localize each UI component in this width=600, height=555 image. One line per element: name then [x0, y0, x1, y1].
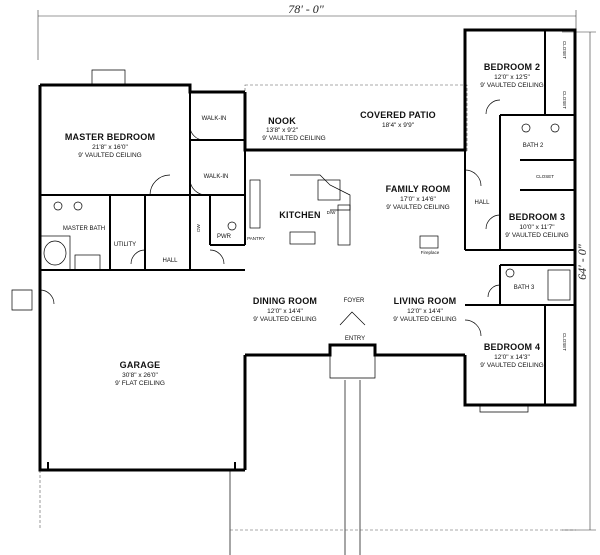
- door-swings: [39, 99, 501, 337]
- garage-side-door: [11, 289, 33, 311]
- bedroom-4-size: 12'0" x 14'3": [494, 354, 530, 361]
- garage-doors: [47, 462, 236, 470]
- living-room-size: 12'0" x 14'4": [407, 308, 443, 315]
- garage-size: 30'8" x 26'0": [122, 372, 158, 379]
- covered-patio-name: COVERED PATIO: [360, 110, 436, 120]
- garage-name: GARAGE: [120, 360, 161, 370]
- room-bedroom-4: BEDROOM 4 12'0" x 14'3" 9' VAULTED CEILI…: [480, 342, 544, 369]
- interior-walls: [40, 30, 575, 405]
- kitchen-name: KITCHEN: [279, 210, 320, 220]
- garage-ceiling: 9' FLAT CEILING: [115, 380, 165, 387]
- entry-label: ENTRY: [345, 336, 365, 342]
- room-living-room: LIVING ROOM 12'0" x 14'4" 9' VAULTED CEI…: [393, 296, 457, 323]
- living-room-ceiling: 9' VAULTED CEILING: [393, 316, 457, 323]
- bath-2-label: BATH 2: [523, 143, 544, 149]
- dining-room-ceiling: 9' VAULTED CEILING: [253, 316, 317, 323]
- bath-3-label: BATH 3: [514, 285, 535, 291]
- bedroom-2-name: BEDROOM 2: [484, 62, 540, 72]
- kitchen-note: D/W: [327, 210, 337, 215]
- walk-in-2-label: WALK-IN: [204, 174, 229, 180]
- hall-right-label: HALL: [474, 200, 490, 206]
- covered-patio-size: 18'4" x 9'9": [382, 122, 415, 129]
- width-dimension: 78' - 0": [37, 2, 577, 60]
- dining-room-size: 12'0" x 14'4": [267, 308, 303, 315]
- family-room-name: FAMILY ROOM: [386, 184, 451, 194]
- room-nook: NOOK 13'8" x 9'2" 9' VAULTED CEILING: [262, 116, 326, 142]
- nook-name: NOOK: [268, 116, 296, 126]
- dining-room-name: DINING ROOM: [253, 296, 317, 306]
- master-bath-label: MASTER BATH: [63, 226, 105, 232]
- room-garage: GARAGE 30'8" x 26'0" 9' FLAT CEILING: [115, 360, 165, 387]
- room-kitchen: KITCHEN D/W: [279, 210, 336, 220]
- bath-fixtures: [39, 123, 571, 301]
- room-dining-room: DINING ROOM 12'0" x 14'4" 9' VAULTED CEI…: [253, 296, 317, 323]
- hall-left-label: HALL: [162, 258, 178, 264]
- nook-size: 13'8" x 9'2": [266, 127, 299, 134]
- bedroom4-window: [479, 405, 529, 413]
- room-covered-patio: COVERED PATIO 18'4" x 9'9": [360, 110, 436, 129]
- room-bedroom-2: BEDROOM 2 12'0" x 12'5" 9' VAULTED CEILI…: [480, 62, 544, 89]
- closet-b-label: CLOSET: [562, 91, 567, 109]
- master-bedroom-size: 21'8" x 16'0": [92, 144, 128, 151]
- family-room-ceiling: 9' VAULTED CEILING: [386, 204, 450, 211]
- bedroom-3-name: BEDROOM 3: [509, 212, 565, 222]
- bedroom-2-size: 12'0" x 12'5": [494, 74, 530, 81]
- bedroom-3-ceiling: 9' VAULTED CEILING: [505, 232, 569, 239]
- closet-c-label: CLOSET: [536, 174, 554, 179]
- nook-ceiling: 9' VAULTED CEILING: [262, 135, 326, 142]
- room-bedroom-3: BEDROOM 3 10'0" x 11'7" 9' VAULTED CEILI…: [505, 212, 569, 239]
- master-bedroom-name: MASTER BEDROOM: [65, 132, 155, 142]
- fireplace-label: Fireplace: [421, 250, 440, 255]
- living-room-name: LIVING ROOM: [394, 296, 457, 306]
- bedroom-4-ceiling: 9' VAULTED CEILING: [480, 362, 544, 369]
- master-bay-window: [91, 69, 126, 85]
- foyer-label: FOYER: [344, 298, 365, 304]
- depth-dimension-label: 64' - 0": [575, 243, 589, 280]
- bedroom-3-size: 10'0" x 11'7": [519, 224, 555, 231]
- kitchen-counters: [249, 174, 351, 246]
- dw-label: DW: [196, 224, 201, 232]
- bedroom-2-ceiling: 9' VAULTED CEILING: [480, 82, 544, 89]
- room-master-bedroom: MASTER BEDROOM 21'8" x 16'0" 9' VAULTED …: [65, 132, 155, 159]
- walk-in-1-label: WALK-IN: [202, 116, 227, 122]
- walkway-lines: [39, 380, 576, 555]
- entry-porch: [329, 355, 376, 379]
- room-family-room: FAMILY ROOM 17'0" x 14'6" 9' VAULTED CEI…: [386, 184, 451, 211]
- pantry-label: PANTRY: [247, 236, 265, 241]
- depth-dimension: 64' - 0": [562, 31, 596, 531]
- utility-label: UTILITY: [114, 242, 136, 248]
- bedroom-4-name: BEDROOM 4: [484, 342, 540, 352]
- pwr-label: PWR: [217, 234, 232, 240]
- closet-a-label: CLOSET: [562, 41, 567, 59]
- width-dimension-label: 78' - 0": [288, 2, 325, 16]
- closet-d-label: CLOSET: [562, 333, 567, 351]
- master-bedroom-ceiling: 9' VAULTED CEILING: [78, 152, 142, 159]
- family-room-size: 17'0" x 14'6": [400, 196, 436, 203]
